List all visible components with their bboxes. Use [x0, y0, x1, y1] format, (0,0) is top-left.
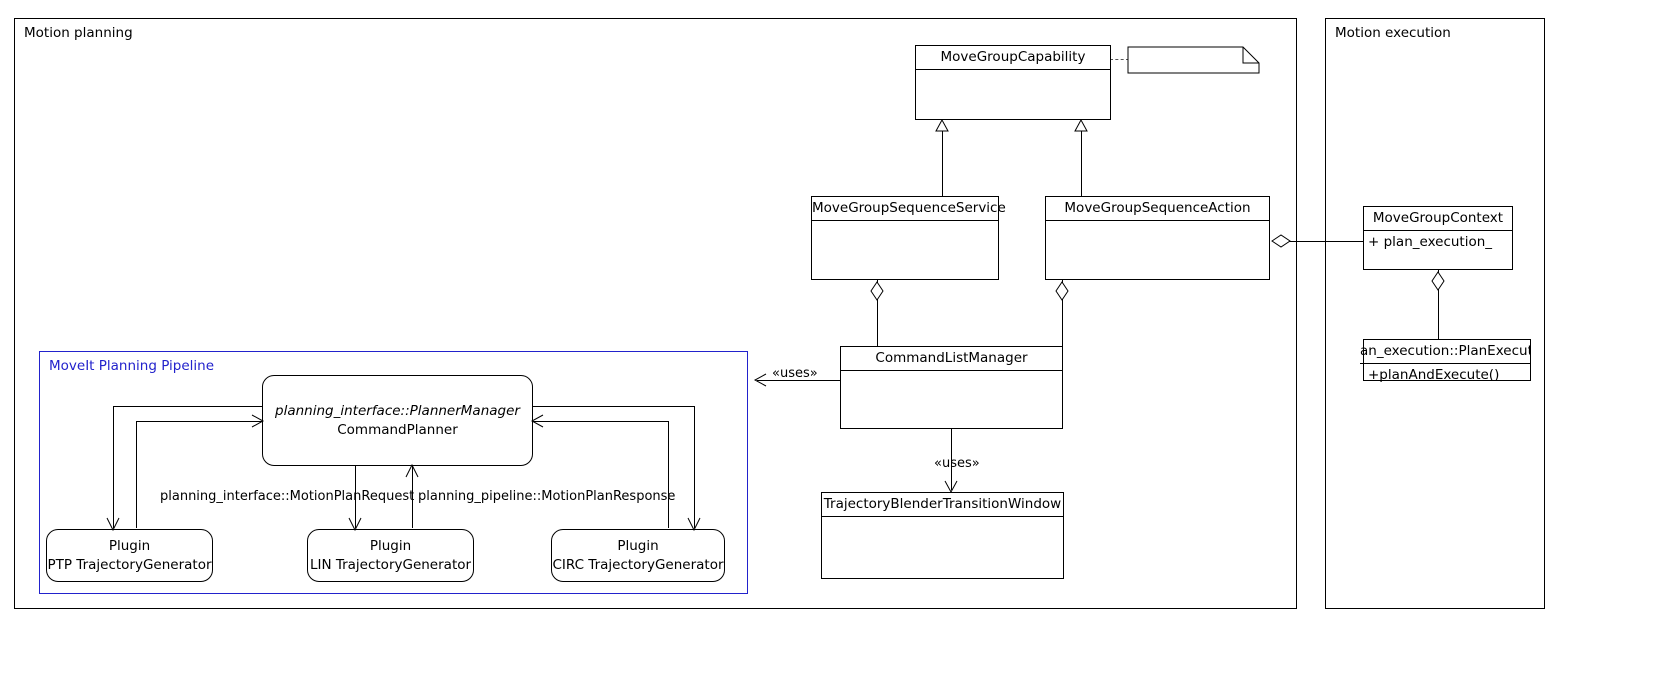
edge-planner-to-lin [355, 465, 356, 528]
package-title-motion-planning: Motion planning [24, 25, 133, 41]
class-attrs-command-list-manager [841, 371, 1062, 373]
edge-capability-to-service [942, 129, 943, 202]
edge-context-to-planexec [1438, 270, 1439, 340]
edge-clm-to-planner-h [757, 380, 840, 381]
package-motion-planning: Motion planning [14, 18, 1297, 609]
edge-clm-to-blender [951, 429, 952, 490]
edge-action-to-clm-v [1062, 280, 1063, 348]
edge-planner-circ-top-h [533, 406, 695, 407]
component-stereotype-command-planner: planning_interface::PlannerManager [275, 402, 520, 419]
class-attrs-move-group-context: + plan_execution_ [1364, 231, 1512, 252]
component-name-command-planner: CommandPlanner [337, 421, 458, 438]
edge-label-uses-planner: «uses» [772, 366, 818, 381]
component-plugin-ptp[interactable]: Plugin PTP TrajectoryGenerator [46, 529, 213, 582]
edge-circ-planner-h [533, 421, 669, 422]
class-command-list-manager[interactable]: CommandListManager [840, 346, 1063, 429]
method-plan-and-execute: +planAndExecute() [1368, 367, 1500, 383]
class-trajectory-blender-transition-window[interactable]: TrajectoryBlenderTransitionWindow [821, 492, 1064, 579]
edge-action-to-context [1281, 241, 1363, 242]
edge-circ-planner-v [668, 421, 669, 528]
class-name-move-group-context: MoveGroupContext [1364, 207, 1512, 231]
class-name-move-group-capability: MoveGroupCapability [916, 46, 1110, 70]
edge-ptp-planner-v [136, 421, 137, 528]
component-command-planner[interactable]: planning_interface::PlannerManager Comma… [262, 375, 533, 466]
component-name-plugin-circ: CIRC TrajectoryGenerator [552, 556, 724, 573]
component-name-plugin-lin: LIN TrajectoryGenerator [309, 556, 472, 573]
class-attrs-move-group-sequence-service [812, 221, 998, 223]
edge-lin-to-planner [412, 465, 413, 528]
package-motion-execution: Motion execution [1325, 18, 1545, 609]
edge-ptp-planner-h [136, 421, 262, 422]
component-kind-plugin-ptp: Plugin [108, 537, 151, 554]
class-move-group-sequence-action[interactable]: MoveGroupSequenceAction [1045, 196, 1270, 280]
class-attrs-move-group-capability [916, 70, 1110, 72]
edge-planner-ptp-v [113, 406, 114, 528]
edge-label-motion-plan-response: planning_pipeline::MotionPlanResponse [418, 489, 676, 504]
edge-service-to-clm-v [877, 280, 878, 348]
component-kind-plugin-circ: Plugin [617, 537, 659, 554]
note-text-plugin-interface: Plugin interface [1135, 52, 1241, 68]
component-kind-plugin-lin: Plugin [369, 537, 412, 554]
class-name-move-group-sequence-action: MoveGroupSequenceAction [1046, 197, 1269, 221]
component-name-plugin-ptp: PTP TrajectoryGenerator [47, 556, 212, 573]
edge-planner-ptp-top-h [113, 406, 262, 407]
class-name-move-group-sequence-service: MoveGroupSequenceService [812, 197, 1006, 221]
package-title-motion-execution: Motion execution [1335, 25, 1451, 41]
class-move-group-capability[interactable]: MoveGroupCapability [915, 45, 1111, 120]
class-name-plan-execution: an_execution::PlanExecuti [1360, 340, 1530, 364]
package-moveit-planning-pipeline: MoveIt Planning Pipeline [39, 351, 748, 594]
class-move-group-sequence-service[interactable]: MoveGroupSequenceService [811, 196, 1006, 280]
class-move-group-context[interactable]: MoveGroupContext + plan_execution_ [1363, 206, 1513, 270]
attr-plan-execution: + plan_execution_ [1368, 234, 1493, 250]
edge-capability-to-note [1110, 59, 1129, 60]
class-attrs-move-group-sequence-action [1046, 221, 1269, 223]
class-name-trajectory-blender-transition-window: TrajectoryBlenderTransitionWindow [822, 493, 1063, 517]
edge-planner-circ-v [694, 406, 695, 528]
class-attrs-plan-execution: +planAndExecute() [1364, 364, 1530, 385]
class-name-command-list-manager: CommandListManager [841, 347, 1062, 371]
note-plugin-interface[interactable]: Plugin interface [1128, 47, 1259, 73]
edge-label-uses-blender: «uses» [934, 456, 980, 471]
class-attrs-trajectory-blender [822, 517, 1063, 519]
package-title-moveit-pipeline: MoveIt Planning Pipeline [49, 358, 215, 374]
component-plugin-circ[interactable]: Plugin CIRC TrajectoryGenerator [551, 529, 725, 582]
class-plan-execution[interactable]: an_execution::PlanExecuti +planAndExecut… [1360, 339, 1531, 383]
component-plugin-lin[interactable]: Plugin LIN TrajectoryGenerator [307, 529, 474, 582]
edge-label-motion-plan-request: planning_interface::MotionPlanRequest [160, 489, 415, 504]
edge-capability-to-action [1081, 129, 1082, 202]
